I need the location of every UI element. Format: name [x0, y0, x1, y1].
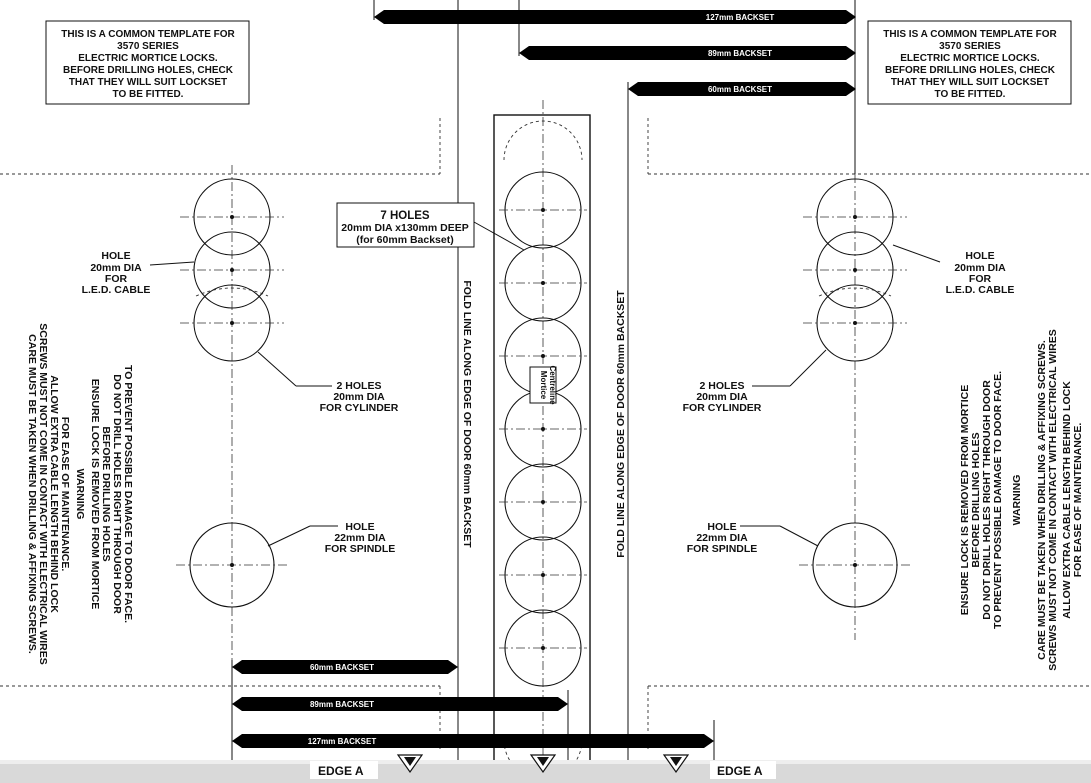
svg-text:HOLE: HOLE	[707, 521, 736, 533]
svg-text:3570 SERIES: 3570 SERIES	[117, 41, 179, 52]
bottom-edge-strip: EDGE A EDGE A	[0, 754, 1091, 783]
warning-block-right: ENSURE LOCK IS REMOVED FROM MORTICE BEFO…	[959, 329, 1084, 670]
template-note-right: THIS IS A COMMON TEMPLATE FOR 3570 SERIE…	[867, 20, 1072, 105]
svg-text:ENSURE LOCK IS REMOVED FROM MO: ENSURE LOCK IS REMOVED FROM MORTICE	[959, 385, 971, 615]
svg-text:THAT THEY WILL SUIT LOCKSET: THAT THEY WILL SUIT LOCKSET	[69, 77, 227, 88]
svg-text:ENSURE LOCK IS REMOVED FROM MO: ENSURE LOCK IS REMOVED FROM MORTICE	[89, 379, 101, 609]
svg-text:HOLE: HOLE	[965, 250, 994, 262]
mortice-hole-centre-dot	[541, 208, 545, 212]
svg-text:SCREWS MUST NOT COME IN CONTAC: SCREWS MUST NOT COME IN CONTACT WITH ELE…	[1047, 329, 1059, 670]
svg-text:L.E.D. CABLE: L.E.D. CABLE	[946, 284, 1015, 296]
warning-title-left: WARNING	[74, 469, 86, 520]
svg-text:FOR: FOR	[969, 273, 992, 285]
svg-text:DO NOT DRILL HOLES RIGHT THROU: DO NOT DRILL HOLES RIGHT THROUGH DOOR	[111, 374, 123, 614]
svg-text:CARE MUST BE TAKEN WHEN DRILLI: CARE MUST BE TAKEN WHEN DRILLING & AFFIX…	[26, 334, 38, 654]
fold-line-text-right: FOLD LINE ALONG EDGE OF DOOR 60mm BACKSE…	[615, 290, 627, 558]
mortice-centreline-label: Mortice Centreline	[529, 365, 557, 405]
template-note-left: THIS IS A COMMON TEMPLATE FOR 3570 SERIE…	[45, 20, 250, 105]
svg-text:TO PREVENT POSSIBLE DAMAGE TO: TO PREVENT POSSIBLE DAMAGE TO DOOR FACE.	[122, 365, 134, 623]
left-spindle-label: HOLE 22mm DIA FOR SPINDLE	[267, 521, 396, 555]
warning-block-left: CARE MUST BE TAKEN WHEN DRILLING & AFFIX…	[26, 323, 134, 664]
mortice-label-line1: Mortice	[539, 371, 548, 400]
svg-text:THIS IS A COMMON TEMPLATE FOR: THIS IS A COMMON TEMPLATE FOR	[883, 29, 1057, 40]
svg-text:THIS IS A COMMON TEMPLATE FOR: THIS IS A COMMON TEMPLATE FOR	[61, 29, 235, 40]
top-backset-bars: 127mm BACKSET 89mm BACKSET 60mm BACKSET	[374, 10, 856, 96]
svg-text:BEFORE DRILLING HOLES: BEFORE DRILLING HOLES	[100, 426, 112, 561]
bottom-89mm-backset-label: 89mm BACKSET	[310, 700, 374, 709]
svg-text:2 HOLES: 2 HOLES	[700, 380, 745, 392]
fold-line-text-left: FOLD LINE ALONG EDGE OF DOOR 60mm BACKSE…	[461, 280, 473, 548]
warning-title-right: WARNING	[1011, 475, 1023, 526]
svg-text:THAT THEY WILL SUIT LOCKSET: THAT THEY WILL SUIT LOCKSET	[891, 77, 1049, 88]
right-spindle-label: HOLE 22mm DIA FOR SPINDLE	[687, 521, 819, 555]
svg-text:ELECTRIC MORTICE LOCKS.: ELECTRIC MORTICE LOCKS.	[78, 53, 218, 64]
svg-text:HOLE: HOLE	[101, 250, 130, 262]
mortice-label-line2: Centreline	[548, 365, 557, 405]
seven-holes-callout: 7 HOLES 20mm DIA x130mm DEEP (for 60mm B…	[336, 202, 525, 251]
mortice-channel	[493, 100, 591, 783]
bottom-backset-bars: 60mm BACKSET 89mm BACKSET 127mm BACKSET	[232, 660, 714, 748]
door-outline-dashed	[0, 118, 1091, 750]
seven-mortice-holes	[499, 171, 587, 687]
svg-text:FOR SPINDLE: FOR SPINDLE	[687, 543, 758, 555]
seven-holes-spec: 20mm DIA x130mm DEEP	[341, 222, 468, 234]
svg-text:FOR CYLINDER: FOR CYLINDER	[683, 402, 762, 414]
right-led-cable-label: HOLE 20mm DIA FOR L.E.D. CABLE	[892, 244, 1015, 296]
svg-text:FOR CYLINDER: FOR CYLINDER	[320, 402, 399, 414]
svg-text:BEFORE DRILLING HOLES, CHECK: BEFORE DRILLING HOLES, CHECK	[885, 65, 1056, 76]
svg-text:TO BE FITTED.: TO BE FITTED.	[935, 89, 1006, 100]
mortice-hole-centre-dot	[541, 500, 545, 504]
svg-text:FOR EASE OF MAINTENANCE.: FOR EASE OF MAINTENANCE.	[1072, 423, 1084, 578]
svg-text:20mm DIA: 20mm DIA	[696, 391, 748, 403]
svg-text:20mm DIA: 20mm DIA	[954, 262, 1006, 274]
svg-text:ALLOW EXTRA CABLE LENGTH BEHIN: ALLOW EXTRA CABLE LENGTH BEHIND LOCK	[1061, 381, 1073, 619]
mortice-hole-centre-dot	[541, 281, 545, 285]
right-cylinder-label: 2 HOLES 20mm DIA FOR CYLINDER	[683, 349, 827, 414]
edge-label-left: EDGE A	[318, 764, 364, 778]
left-cylinder-label: 2 HOLES 20mm DIA FOR CYLINDER	[257, 351, 399, 414]
svg-text:2 HOLES: 2 HOLES	[337, 380, 382, 392]
seven-holes-backset: (for 60mm Backset)	[356, 234, 453, 246]
svg-text:SCREWS MUST NOT COME IN CONTAC: SCREWS MUST NOT COME IN CONTACT WITH ELE…	[37, 323, 49, 664]
svg-text:DO NOT DRILL HOLES RIGHT THROU: DO NOT DRILL HOLES RIGHT THROUGH DOOR	[981, 380, 993, 620]
svg-text:ALLOW EXTRA CABLE LENGTH BEHIN: ALLOW EXTRA CABLE LENGTH BEHIND LOCK	[48, 375, 60, 613]
svg-text:FOR SPINDLE: FOR SPINDLE	[325, 543, 396, 555]
svg-text:20mm DIA: 20mm DIA	[90, 262, 142, 274]
svg-text:FOR EASE OF MAINTENANCE.: FOR EASE OF MAINTENANCE.	[59, 417, 71, 572]
svg-text:22mm DIA: 22mm DIA	[696, 532, 748, 544]
edge-label-right: EDGE A	[717, 764, 763, 778]
svg-text:TO PREVENT POSSIBLE DAMAGE TO: TO PREVENT POSSIBLE DAMAGE TO DOOR FACE.	[992, 371, 1004, 629]
mortice-hole-centre-dot	[541, 646, 545, 650]
left-led-cable-label: HOLE 20mm DIA FOR L.E.D. CABLE	[82, 250, 195, 296]
top-60mm-backset-label: 60mm BACKSET	[708, 85, 772, 94]
svg-text:20mm DIA: 20mm DIA	[333, 391, 385, 403]
top-89mm-backset-label: 89mm BACKSET	[708, 49, 772, 58]
svg-text:HOLE: HOLE	[345, 521, 374, 533]
svg-text:3570 SERIES: 3570 SERIES	[939, 41, 1001, 52]
seven-holes-title: 7 HOLES	[380, 210, 430, 222]
svg-text:ELECTRIC MORTICE LOCKS.: ELECTRIC MORTICE LOCKS.	[900, 53, 1040, 64]
mortice-hole-centre-dot	[541, 573, 545, 577]
svg-text:22mm DIA: 22mm DIA	[334, 532, 386, 544]
left-hole-group	[176, 165, 288, 660]
right-hole-group	[799, 174, 911, 640]
svg-text:BEFORE DRILLING HOLES: BEFORE DRILLING HOLES	[970, 432, 982, 567]
svg-text:CARE MUST BE TAKEN WHEN DRILLI: CARE MUST BE TAKEN WHEN DRILLING & AFFIX…	[1036, 340, 1048, 660]
svg-text:BEFORE DRILLING HOLES, CHECK: BEFORE DRILLING HOLES, CHECK	[63, 65, 234, 76]
top-127mm-backset-label: 127mm BACKSET	[706, 13, 775, 22]
svg-text:L.E.D. CABLE: L.E.D. CABLE	[82, 284, 151, 296]
svg-text:TO BE FITTED.: TO BE FITTED.	[113, 89, 184, 100]
mortice-hole-centre-dot	[541, 354, 545, 358]
svg-text:FOR: FOR	[105, 273, 128, 285]
bottom-127mm-backset-label: 127mm BACKSET	[308, 737, 377, 746]
bottom-60mm-backset-label: 60mm BACKSET	[310, 663, 374, 672]
mortice-hole-centre-dot	[541, 427, 545, 431]
